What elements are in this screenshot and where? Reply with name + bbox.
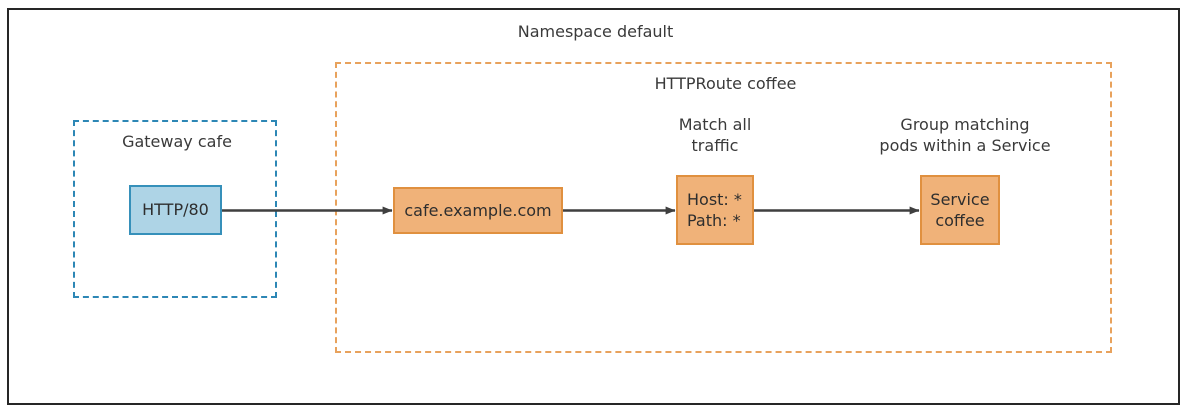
annotation-group-matching-pods: Group matching pods within a Service [879, 115, 1051, 156]
node-http-listener[interactable]: HTTP/80 [129, 185, 222, 235]
gateway-container: Gateway cafe [73, 120, 277, 298]
httproute-container: HTTPRoute coffee [335, 62, 1112, 353]
httproute-label: HTTPRoute coffee [654, 74, 797, 93]
node-hostname[interactable]: cafe.example.com [393, 187, 563, 234]
node-match-rule[interactable]: Host: * Path: * [676, 175, 754, 245]
node-service-coffee[interactable]: Service coffee [920, 175, 1000, 245]
namespace-label: Namespace default [517, 22, 674, 41]
gateway-label: Gateway cafe [122, 132, 232, 151]
annotation-match-all-traffic: Match all traffic [678, 115, 752, 156]
